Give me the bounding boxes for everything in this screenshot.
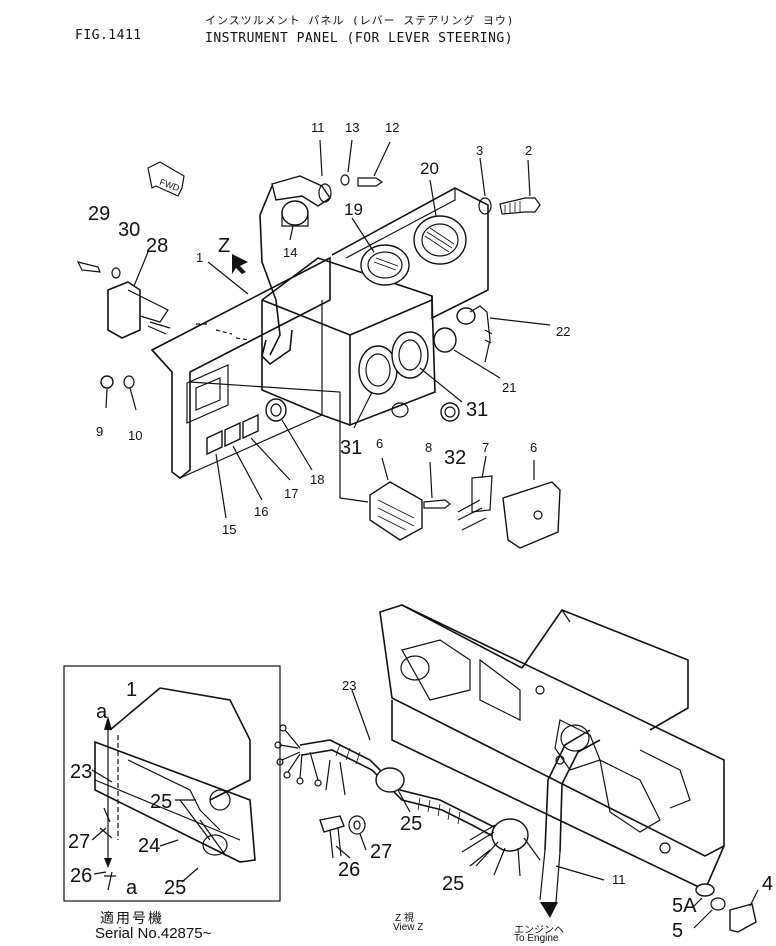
view-z-label: View Z — [393, 922, 424, 933]
callout-25-right: 25 — [442, 873, 464, 895]
callout-11-lower: 11 — [612, 872, 626, 887]
callout-6-right: 6 — [530, 440, 537, 455]
serial-inset — [63, 665, 281, 902]
callout-30: 30 — [118, 219, 140, 241]
view-z-assembly — [274, 604, 757, 933]
callout-9: 9 — [96, 424, 103, 439]
title-english: INSTRUMENT PANEL (FOR LEVER STEERING) — [205, 31, 514, 46]
upper-leader-lines — [105, 139, 551, 519]
callout-1: 1 — [196, 250, 203, 265]
callout-25-mid: 25 — [400, 813, 422, 835]
to-engine-label-japanese: エンジンヘ — [514, 925, 564, 936]
callout-6-left: 6 — [376, 436, 383, 451]
callout-32: 32 — [444, 447, 466, 469]
inset-callout-a-top: a — [96, 701, 108, 723]
view-z-leader-lines — [335, 689, 759, 929]
callout-22: 22 — [556, 324, 570, 339]
inset-callout-1: 1 — [126, 679, 137, 701]
callout-21: 21 — [502, 380, 516, 395]
instrument-panel-assembly: FWD — [76, 161, 561, 549]
callout-28: 28 — [146, 235, 168, 257]
figure-number: FIG.1411 — [75, 28, 142, 43]
serial-label-japanese: 適用号機 — [100, 910, 164, 926]
callout-2: 2 — [525, 143, 532, 158]
fwd-label: FWD — [158, 177, 181, 194]
upper-callouts: 11 13 12 3 2 20 19 14 29 30 28 Z 1 22 21… — [88, 120, 570, 537]
callout-12: 12 — [385, 120, 399, 135]
callout-18: 18 — [310, 472, 324, 487]
view-z-marker: Z — [218, 235, 230, 257]
callout-29: 29 — [88, 203, 110, 225]
view-z-callouts: 23 25 27 26 25 11 4 5A 5 — [338, 678, 773, 942]
callout-25-inset-a: 25 — [150, 791, 172, 813]
callout-24: 24 — [138, 835, 160, 857]
callout-31-right: 31 — [466, 399, 488, 421]
callout-17: 17 — [284, 486, 298, 501]
callout-10: 10 — [128, 428, 142, 443]
callout-5: 5 — [672, 920, 683, 942]
callout-15: 15 — [222, 522, 236, 537]
inset-callouts: 1 a 23 25 27 24 26 a 25 — [68, 679, 199, 899]
callout-23: 23 — [342, 678, 356, 693]
serial-number: Serial No.42875~ — [95, 925, 212, 942]
callout-5a: 5A — [672, 895, 697, 917]
callout-8: 8 — [425, 440, 432, 455]
callout-27: 27 — [370, 841, 392, 863]
callout-7: 7 — [482, 440, 489, 455]
callout-26-inset: 26 — [70, 865, 92, 887]
callout-25-inset-b: 25 — [164, 877, 186, 899]
callout-13: 13 — [345, 120, 359, 135]
view-z-label-japanese: Z 視 — [395, 913, 414, 924]
callout-26: 26 — [338, 859, 360, 881]
callout-23-inset: 23 — [70, 761, 92, 783]
inset-callout-a-bottom: a — [126, 877, 138, 899]
to-engine-label: To Engine — [514, 933, 559, 944]
callout-27-inset: 27 — [68, 831, 90, 853]
callout-11: 11 — [311, 120, 325, 135]
callout-20: 20 — [420, 159, 439, 178]
callout-19: 19 — [344, 200, 363, 219]
callout-16: 16 — [254, 504, 268, 519]
callout-3: 3 — [476, 143, 483, 158]
title-japanese: インスツルメント パネル (レバー ステアリング ヨウ) — [205, 14, 515, 27]
callout-31-left: 31 — [340, 437, 362, 459]
callout-4: 4 — [762, 873, 773, 895]
callout-14: 14 — [283, 245, 297, 260]
